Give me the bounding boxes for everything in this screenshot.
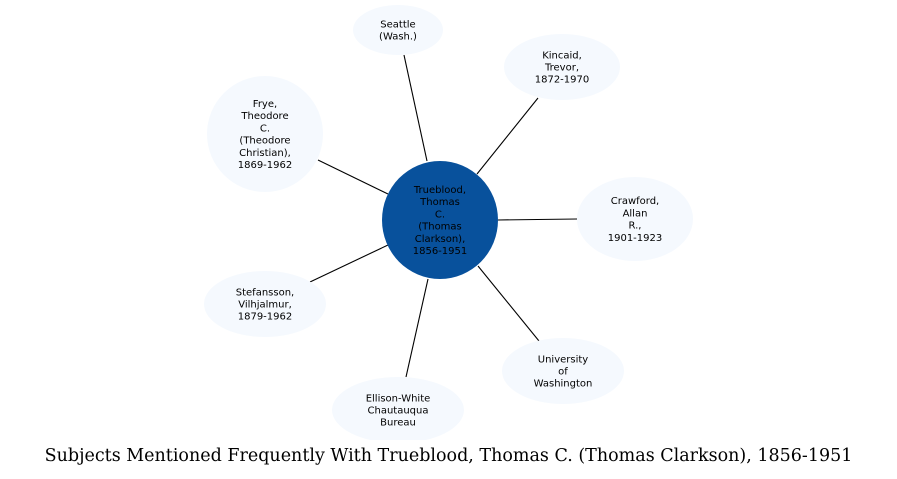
node-frye-label-line: (Theodore (239, 136, 290, 147)
node-crawford-label-line: Crawford, (611, 196, 660, 207)
node-center-label-line: Trueblood, (413, 185, 466, 196)
node-university-label-line: University (538, 354, 589, 365)
edge-frye (317, 159, 389, 195)
node-frye-label-line: C. (260, 123, 270, 134)
node-center-label-line: Thomas (419, 197, 460, 208)
node-seattle-shape (353, 5, 443, 55)
node-stefansson-label-line: 1879-1962 (238, 312, 293, 323)
edge-seattle (403, 54, 428, 162)
edge-ellison (405, 278, 429, 378)
node-crawford-label-line: Allan (623, 208, 648, 219)
node-frye-label-line: Christian), (239, 148, 291, 159)
node-stefansson-label: Stefansson, Vilhjalmur,1879-1962 (236, 287, 294, 322)
node-university-label-line: Washington (534, 379, 593, 390)
node-stefansson-shape (204, 271, 326, 337)
node-kincaid-label: Kincaid, Trevor,1872-1970 (535, 50, 590, 85)
node-kincaid-label-line: Kincaid, (542, 50, 582, 61)
node-frye-label-line: 1869-1962 (238, 160, 293, 171)
edge-kincaid (476, 97, 539, 175)
node-stefansson: Stefansson, Vilhjalmur,1879-1962 (204, 271, 326, 337)
node-university-shape (502, 338, 624, 404)
node-crawford-label-line: 1901-1923 (608, 233, 663, 244)
node-seattle-label-line: (Wash.) (379, 32, 417, 43)
edge-crawford (497, 218, 578, 221)
node-center-shape (382, 161, 498, 279)
node-ellison-label-line: Bureau (380, 418, 416, 429)
node-crawford-label-line: R., (629, 221, 642, 232)
edges-layer (309, 54, 578, 378)
network-graph: Seattle (Wash.) Kincaid, Trevor,1872-1970Fr… (204, 5, 693, 440)
node-frye-label-line: Frye, (253, 99, 277, 110)
node-kincaid-label-line: Trevor, (544, 63, 579, 74)
edge-university (477, 265, 540, 342)
diagram-caption: Subjects Mentioned Frequently With Trueb… (44, 446, 853, 466)
edge-stefansson (309, 244, 389, 283)
node-center-label-line: Clarkson), (415, 234, 466, 245)
node-kincaid-label-line: 1872-1970 (535, 75, 590, 86)
node-center-label-line: C. (435, 209, 445, 220)
node-seattle-label: Seattle (Wash.) (379, 19, 417, 42)
node-frye-label-line: Theodore (240, 111, 288, 122)
node-center-label-line: 1856-1951 (413, 246, 468, 257)
node-stefansson-label-line: Stefansson, (236, 287, 294, 298)
node-stefansson-label-line: Vilhjalmur, (238, 300, 292, 311)
node-kincaid: Kincaid, Trevor,1872-1970 (504, 34, 620, 100)
node-seattle-label-line: Seattle (380, 19, 415, 30)
node-ellison-label-line: Ellison-White (366, 393, 431, 404)
node-ellison-shape (332, 377, 464, 440)
node-seattle: Seattle (Wash.) (353, 5, 443, 55)
node-kincaid-shape (504, 34, 620, 100)
node-frye-shape (207, 76, 323, 192)
node-ellison-label-line: Chautauqua (368, 406, 429, 417)
node-center-label-line: (Thomas (418, 222, 462, 233)
node-university-label-line: of (558, 367, 568, 378)
node-crawford-shape (577, 177, 693, 261)
